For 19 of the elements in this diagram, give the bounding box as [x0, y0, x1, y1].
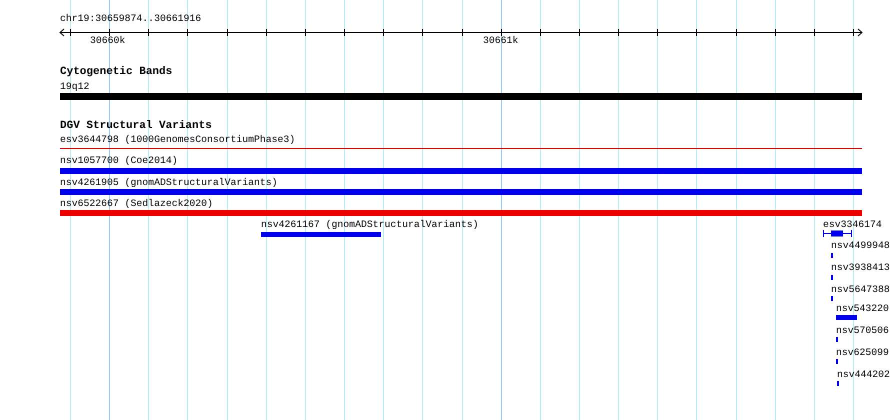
band-label: 19q12 — [60, 81, 90, 92]
variant-label: nsv625099 — [836, 347, 889, 358]
variant-label: nsv570506 — [836, 325, 889, 336]
region-coordinates: chr19:30659874..30661916 — [60, 13, 202, 24]
variant-label: nsv1057700 (Coe2014) — [60, 155, 178, 166]
variant-label: nsv4499948 — [831, 240, 890, 251]
variant-label: esv3346174 — [823, 219, 882, 230]
variant-label: nsv444202 — [837, 369, 890, 380]
track-title: Cytogenetic Bands — [60, 67, 172, 78]
variant-label: nsv5647388 — [831, 284, 890, 295]
axis-tick-label: 30661k — [483, 35, 518, 46]
track-title: DGV Structural Variants — [60, 121, 212, 132]
variant-label: nsv543220 — [836, 303, 889, 314]
variant-label: esv3644798 (1000GenomesConsortiumPhase3) — [60, 134, 296, 145]
axis-tick-label: 30660k — [90, 35, 126, 46]
variant-label: nsv4261167 (gnomADStructuralVariants) — [261, 219, 479, 230]
variant-label: nsv3938413 — [831, 262, 890, 273]
variant-label: nsv4261905 (gnomADStructuralVariants) — [60, 177, 278, 188]
variant-label: nsv6522667 (Sedlazeck2020) — [60, 198, 213, 209]
